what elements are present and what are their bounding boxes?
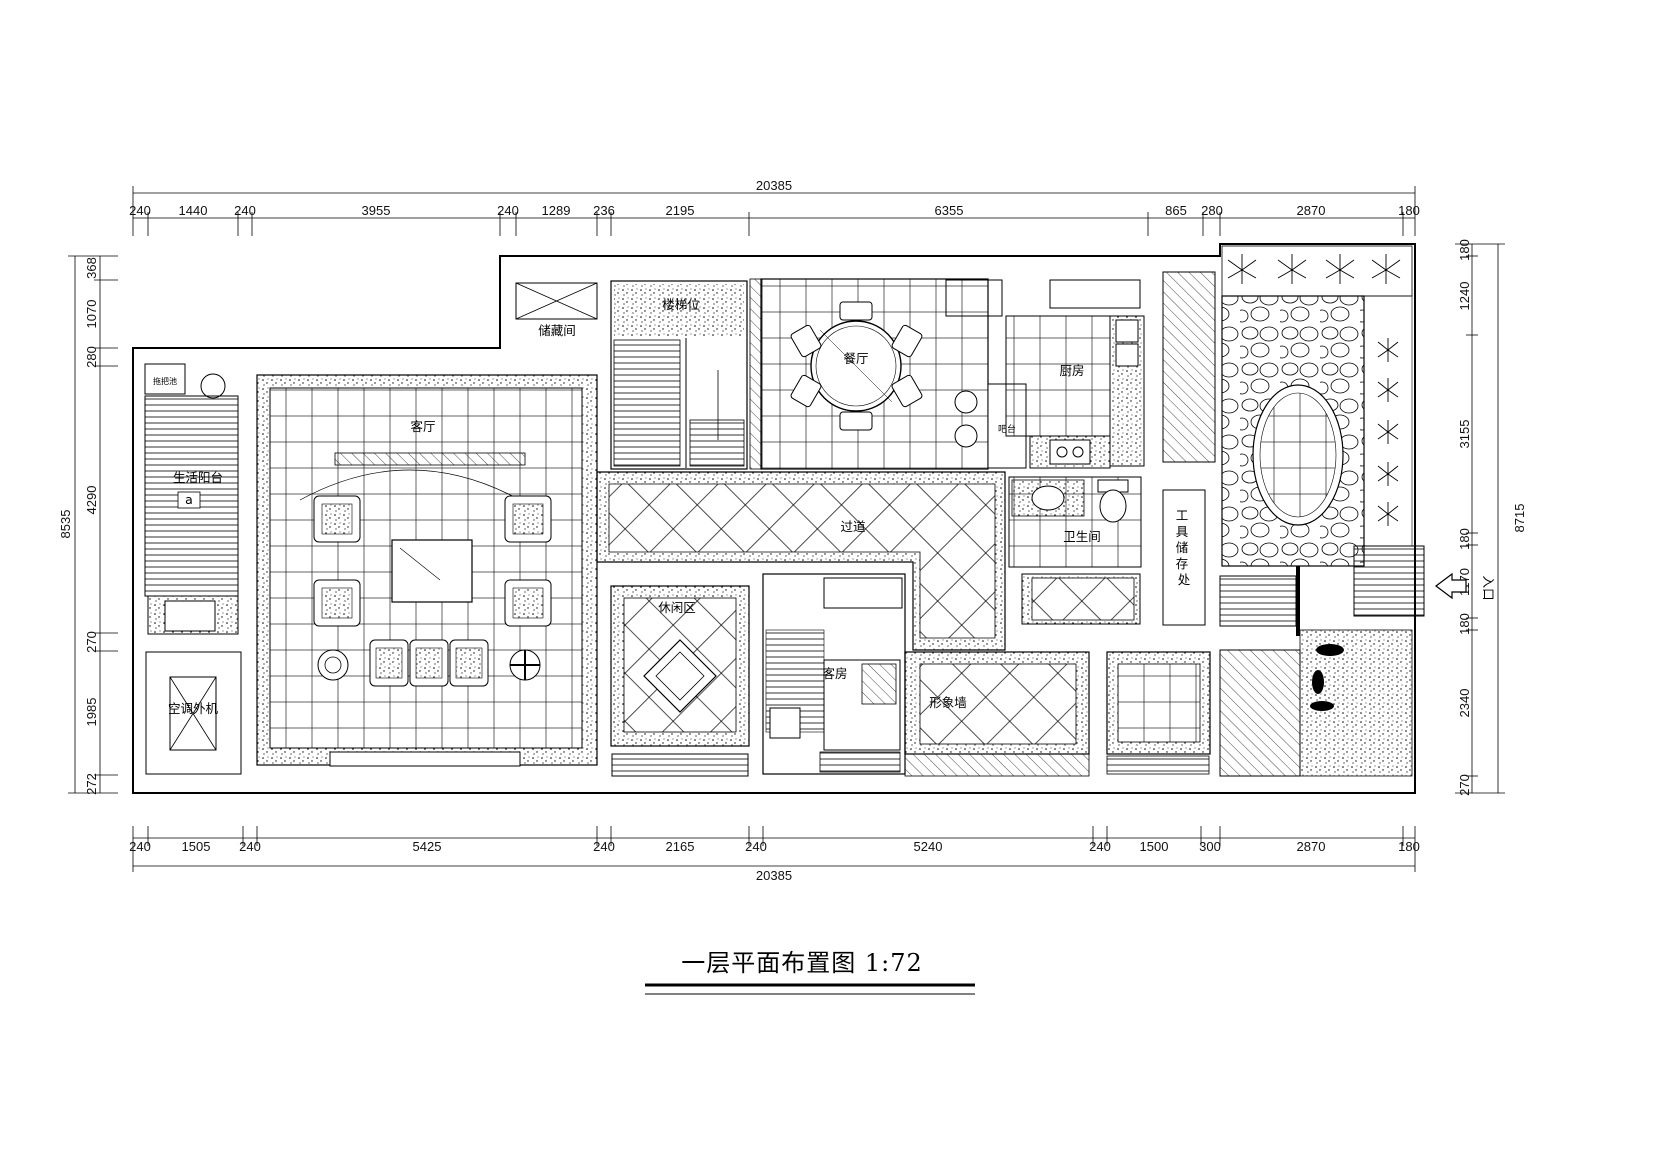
top-dim-1: 240 bbox=[129, 203, 151, 218]
kitchen-label: 厨房 bbox=[1059, 363, 1084, 378]
kitchen bbox=[945, 279, 1145, 469]
right-dim-6: 180 bbox=[1457, 613, 1472, 635]
left-dim-6: 1985 bbox=[84, 698, 99, 727]
bottom-dim-6: 2165 bbox=[666, 839, 695, 854]
corridor-label: 过道 bbox=[840, 519, 866, 534]
top-dim-5: 240 bbox=[497, 203, 519, 218]
dining-label: 餐厅 bbox=[843, 351, 868, 366]
bottom-dim-5: 240 bbox=[593, 839, 615, 854]
corridor bbox=[596, 471, 1006, 651]
top-total-dimension: 20385 bbox=[756, 178, 792, 193]
balcony-area bbox=[144, 363, 239, 635]
top-dim-3: 240 bbox=[234, 203, 256, 218]
left-segment-labels: 368 1070 280 4290 270 1985 272 bbox=[84, 257, 99, 795]
dining-room bbox=[749, 278, 1027, 470]
right-segment-labels: 180 1240 3155 180 1170 180 2340 270 bbox=[1457, 239, 1472, 796]
right-total-dimension: 8715 bbox=[1512, 504, 1527, 533]
left-dim-1: 368 bbox=[84, 257, 99, 279]
top-dim-10: 865 bbox=[1165, 203, 1187, 218]
tool-storage-char-4: 存 bbox=[1176, 556, 1189, 571]
tool-storage bbox=[1162, 271, 1216, 626]
right-dim-7: 2340 bbox=[1457, 689, 1472, 718]
left-dim-3: 280 bbox=[84, 346, 99, 368]
tool-storage-char-2: 具 bbox=[1176, 524, 1189, 539]
storage-label: 储藏间 bbox=[538, 323, 576, 338]
top-dim-7: 236 bbox=[593, 203, 615, 218]
image-wall bbox=[904, 651, 1211, 777]
right-dim-1: 180 bbox=[1457, 239, 1472, 261]
top-dim-8: 2195 bbox=[666, 203, 695, 218]
right-dim-8: 270 bbox=[1457, 774, 1472, 796]
top-segment-labels: 240 1440 240 3955 240 1289 236 2195 6355… bbox=[129, 203, 1420, 218]
guest-room bbox=[762, 573, 906, 775]
bottom-dim-9: 240 bbox=[1089, 839, 1111, 854]
top-dim-9: 6355 bbox=[935, 203, 964, 218]
bottom-dim-13: 180 bbox=[1398, 839, 1420, 854]
laundry-label: 拖把池 bbox=[153, 376, 177, 386]
outer-wall bbox=[132, 243, 1416, 794]
bottom-dim-11: 300 bbox=[1199, 839, 1221, 854]
top-dim-13: 180 bbox=[1398, 203, 1420, 218]
bottom-dim-4: 5425 bbox=[413, 839, 442, 854]
left-dim-5: 270 bbox=[84, 631, 99, 653]
top-dim-2: 1440 bbox=[179, 203, 208, 218]
bottom-dim-7: 240 bbox=[745, 839, 767, 854]
bottom-dim-8: 5240 bbox=[914, 839, 943, 854]
top-dimension-lines bbox=[132, 186, 1416, 236]
bottom-dim-12: 2870 bbox=[1297, 839, 1326, 854]
balcony-tag: a bbox=[185, 492, 193, 507]
bottom-segment-labels: 240 1505 240 5425 240 2165 240 5240 240 … bbox=[129, 839, 1420, 854]
bottom-total-dimension: 20385 bbox=[756, 868, 792, 883]
entrance-arrow bbox=[1435, 572, 1467, 600]
top-dim-12: 2870 bbox=[1297, 203, 1326, 218]
ac-unit-area bbox=[145, 651, 242, 775]
bottom-dim-1: 240 bbox=[129, 839, 151, 854]
bathroom-label: 卫生间 bbox=[1063, 529, 1101, 544]
right-dim-3: 3155 bbox=[1457, 420, 1472, 449]
tool-storage-char-3: 储 bbox=[1176, 540, 1189, 555]
bottom-dim-2: 1505 bbox=[182, 839, 211, 854]
courtyard-garden bbox=[1219, 245, 1425, 777]
guest-room-label: 客房 bbox=[822, 666, 847, 681]
tool-storage-char-1: 工 bbox=[1176, 508, 1189, 523]
top-dim-6: 1289 bbox=[542, 203, 571, 218]
right-dim-2: 1240 bbox=[1457, 282, 1472, 311]
top-dim-4: 3955 bbox=[362, 203, 391, 218]
left-total-dimension: 8535 bbox=[58, 510, 73, 539]
ac-unit-label: 空调外机 bbox=[168, 701, 219, 716]
right-dimension-lines bbox=[1455, 243, 1505, 794]
left-dim-4: 4290 bbox=[84, 486, 99, 515]
entrance-label: 入口 bbox=[1481, 575, 1496, 600]
top-dim-11: 280 bbox=[1201, 203, 1223, 218]
balcony-label: 生活阳台 bbox=[173, 470, 223, 485]
image-wall-label: 形象墙 bbox=[929, 695, 967, 710]
bathroom bbox=[1008, 476, 1142, 625]
living-room-label: 客厅 bbox=[410, 419, 435, 434]
tool-storage-char-5: 处 bbox=[1178, 572, 1191, 587]
left-dim-7: 272 bbox=[84, 773, 99, 795]
tool-storage-label: 工 具 储 存 处 bbox=[1176, 508, 1193, 587]
left-dim-2: 1070 bbox=[84, 300, 99, 329]
stair-label: 楼梯位 bbox=[662, 297, 700, 312]
leisure-area bbox=[610, 585, 750, 777]
leisure-label: 休闲区 bbox=[658, 600, 696, 615]
left-dimension-lines bbox=[68, 255, 118, 794]
storage-room bbox=[515, 282, 598, 320]
right-dim-4: 180 bbox=[1457, 528, 1472, 550]
drawing-title: 一层平面布置图 1:72 bbox=[681, 949, 923, 977]
bottom-dim-10: 1500 bbox=[1140, 839, 1169, 854]
stair-area bbox=[610, 280, 748, 470]
bottom-dim-3: 240 bbox=[239, 839, 261, 854]
living-room bbox=[256, 374, 598, 767]
bottom-dimension-lines bbox=[132, 826, 1416, 872]
